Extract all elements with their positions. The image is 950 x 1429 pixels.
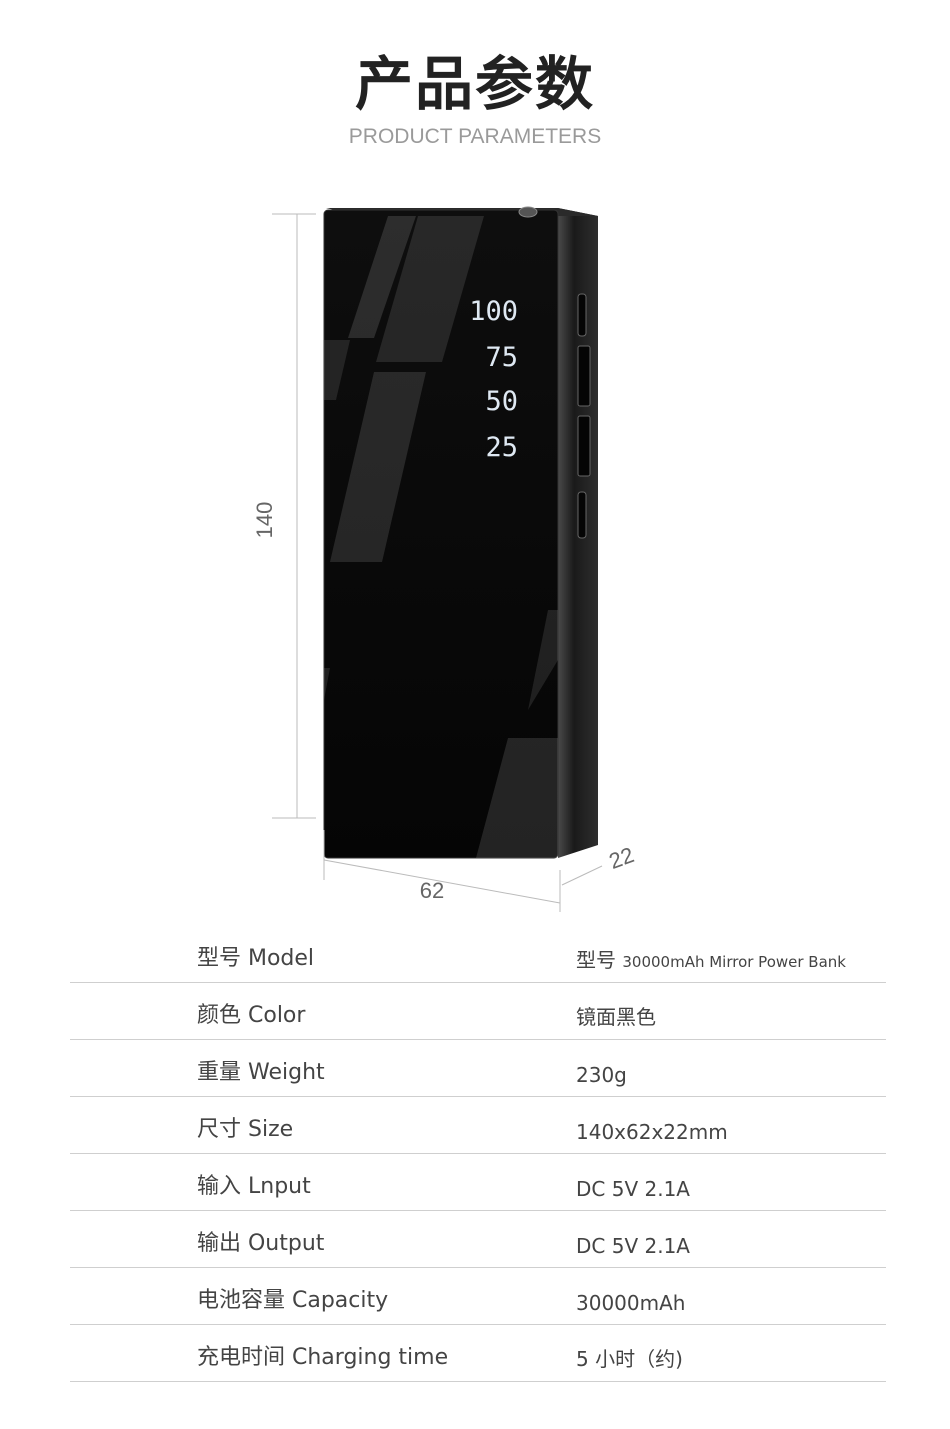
spec-value-text: 30000mAh Mirror Power Bank (622, 953, 846, 971)
spec-label: 输出 Output (197, 1231, 325, 1256)
reflection-band-6 (528, 610, 558, 710)
spec-row-weight: 重量 Weight 230g (70, 1040, 886, 1097)
spec-row-size: 尺寸 Size 140x62x22mm (70, 1097, 886, 1154)
reflection-band-5 (324, 668, 330, 700)
spec-label: 电池容量 Capacity (197, 1288, 389, 1313)
spec-value: DC 5V 2.1A (576, 1177, 690, 1201)
spec-table: 型号 Model 型号 30000mAh Mirror Power Bank 颜… (70, 926, 886, 1382)
usb-port-1 (577, 345, 591, 407)
spec-value: 140x62x22mm (576, 1120, 728, 1144)
spec-value: 型号 30000mAh Mirror Power Bank (576, 944, 846, 973)
depth-dimension-line (561, 865, 603, 886)
reflection-band-3 (324, 340, 350, 400)
spec-row-output: 输出 Output DC 5V 2.1A (70, 1211, 886, 1268)
spec-row-model: 型号 Model 型号 30000mAh Mirror Power Bank (70, 926, 886, 983)
usb-port-2 (577, 415, 591, 477)
product-figure: 140 100 75 50 25 62 22 (240, 190, 660, 920)
micro-usb-port (577, 293, 587, 337)
display-level-25: 25 (485, 432, 518, 463)
reflection-band-2 (376, 216, 484, 362)
spec-value-prefix: 型号 (576, 948, 616, 972)
spec-row-input: 输入 Lnput DC 5V 2.1A (70, 1154, 886, 1211)
display-level-75: 75 (485, 342, 518, 373)
spec-value: 5 小时（约) (576, 1347, 683, 1371)
reflection-band-4 (330, 372, 426, 562)
display-level-50: 50 (485, 386, 518, 417)
reflection-band-7 (476, 738, 558, 858)
height-dimension-label: 140 (252, 502, 277, 539)
spec-label: 尺寸 Size (197, 1117, 294, 1142)
width-dimension-label: 62 (420, 878, 444, 903)
depth-dimension-label: 22 (606, 842, 638, 874)
type-c-port (577, 491, 587, 539)
power-bank-front (323, 209, 559, 859)
reflection-band-1 (348, 216, 416, 338)
spec-label: 充电时间 Charging time (197, 1345, 449, 1370)
spec-row-color: 颜色 Color 镜面黑色 (70, 983, 886, 1040)
spec-label: 型号 Model (197, 946, 315, 971)
spec-value: 30000mAh (576, 1291, 686, 1315)
power-bank-illustration: 140 100 75 50 25 62 22 (252, 206, 638, 912)
spec-value: DC 5V 2.1A (576, 1234, 690, 1258)
display-level-100: 100 (469, 296, 518, 327)
width-dimension-line (323, 859, 561, 904)
spec-value: 230g (576, 1063, 627, 1087)
spec-row-capacity: 电池容量 Capacity 30000mAh (70, 1268, 886, 1325)
spec-row-charging-time: 充电时间 Charging time 5 小时（约) (70, 1325, 886, 1382)
flashlight-icon (518, 206, 538, 218)
spec-value: 镜面黑色 (576, 1005, 656, 1029)
spec-label: 颜色 Color (197, 1003, 306, 1028)
spec-label: 重量 Weight (197, 1060, 325, 1085)
page-title: 产品参数 (354, 50, 595, 118)
page-subtitle: PRODUCT PARAMETERS (348, 125, 602, 148)
spec-label: 输入 Lnput (197, 1174, 311, 1199)
